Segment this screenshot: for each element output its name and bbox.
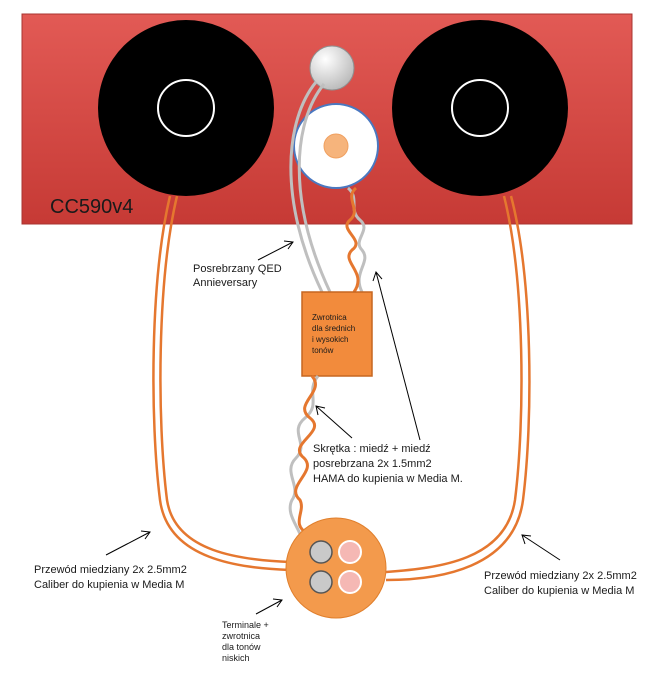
crossover-label: Zwrotnica dla średnich i wysokich tonów [312, 313, 357, 355]
crossover-box [301, 291, 373, 377]
terminal-gray-top [309, 540, 333, 564]
midrange-driver [309, 45, 355, 91]
left-woofer-dustcap [157, 79, 215, 137]
terminal-annotation-line3: dla tonów [222, 642, 261, 652]
right-cable-annotation-line2: Caliber do kupienia w Media M [484, 585, 635, 597]
qed-annotation: Posrebrzany QED Annieversary [193, 262, 282, 290]
right-cable-annotation: Przewód miedziany 2x 2.5mm2 Caliber do k… [484, 569, 637, 599]
terminal-gray-bottom [309, 570, 333, 594]
left-copper-cable [152, 195, 291, 572]
terminal-annotation: Terminale + zwrotnica dla tonów niskich [222, 620, 269, 664]
right-woofer-dustcap [451, 79, 509, 137]
twisted-pair-annotation: Skrętka : miedź + miedź posrebrzana 2x 1… [313, 442, 463, 487]
terminal-annotation-line1: Terminale + [222, 620, 269, 630]
right-cable-annotation-line1: Przewód miedziany 2x 2.5mm2 [484, 570, 637, 582]
left-cable-annotation-line2: Caliber do kupienia w Media M [34, 579, 185, 591]
annotation-arrows [105, 240, 561, 615]
terminal-annotation-line2: zwrotnica [222, 631, 261, 641]
speaker-model-label: CC590v4 [50, 196, 134, 218]
twisted-annotation-line2: posrebrzana 2x 1.5mm2 [313, 458, 432, 470]
tweeter-twisted-pair [345, 186, 367, 293]
right-copper-cable [385, 195, 531, 582]
qed-annotation-line1: Posrebrzany QED [193, 263, 282, 275]
left-cable-annotation-line1: Przewód miedziany 2x 2.5mm2 [34, 564, 187, 576]
terminal-annotation-line4: niskich [222, 653, 250, 663]
right-woofer [392, 20, 568, 196]
terminal-block [285, 517, 387, 619]
tweeter-dome [323, 133, 349, 159]
terminal-pink-bottom [338, 570, 362, 594]
terminal-pink-top [338, 540, 362, 564]
crossover-twisted-pair [288, 375, 320, 536]
left-woofer [98, 20, 274, 196]
twisted-annotation-line3: HAMA do kupienia w Media M. [313, 473, 463, 485]
left-cable-annotation: Przewód miedziany 2x 2.5mm2 Caliber do k… [34, 563, 187, 593]
qed-silver-wire [289, 81, 332, 293]
qed-annotation-line2: Annieversary [193, 277, 258, 289]
twisted-annotation-line1: Skrętka : miedź + miedź [313, 443, 431, 455]
